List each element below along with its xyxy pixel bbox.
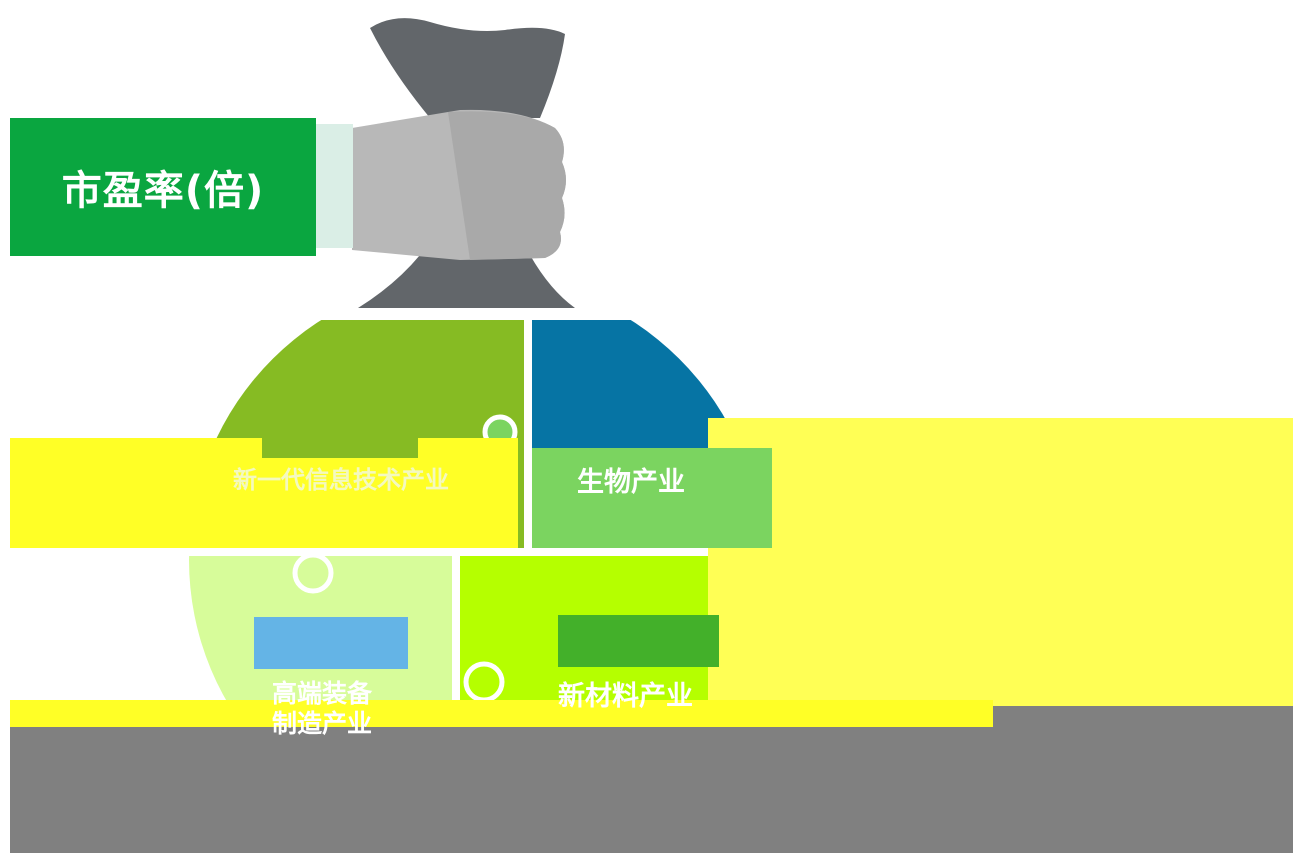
green-cover-left <box>262 438 418 458</box>
yellow-panel-right <box>708 418 1293 708</box>
title-text: 市盈率(倍) <box>62 158 265 216</box>
bottom-gray-step <box>993 706 1293 727</box>
sleeve-cuff <box>316 124 353 248</box>
green-block <box>558 615 719 667</box>
title-box: 市盈率(倍) <box>10 118 316 256</box>
knob-bottom <box>466 664 502 700</box>
bag-neck-flare <box>358 255 575 308</box>
bottom-gray-panel <box>10 727 1293 853</box>
piece-bio-label: 生物产业 <box>577 460 685 499</box>
yellow-strip-bottom <box>10 700 993 728</box>
piece-equipment-label-line2: 制造产业 <box>272 704 372 740</box>
piece-materials-label: 新材料产业 <box>558 674 693 713</box>
piece-info-tech-label: 新一代信息技术产业 <box>233 460 449 495</box>
bag-top-knot <box>370 18 565 118</box>
blue-block <box>254 617 408 669</box>
knob-left <box>295 555 331 591</box>
blue-cover-top <box>562 420 708 448</box>
